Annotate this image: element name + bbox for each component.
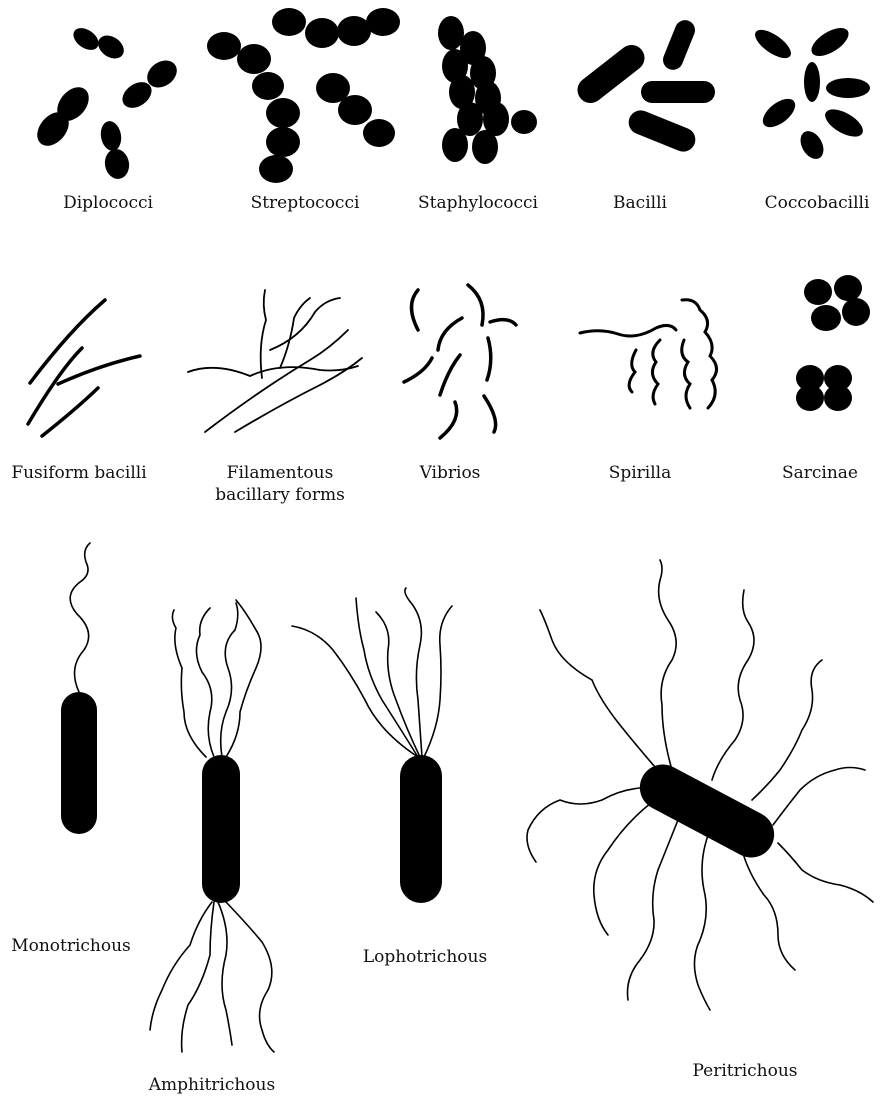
lophotrichous-flagella <box>292 588 452 757</box>
label-vibrios: Vibrios <box>395 462 505 484</box>
sarcinae-illustration <box>796 275 870 411</box>
diplococci-illustration <box>31 24 182 181</box>
label-peritrichous: Peritrichous <box>680 1060 810 1082</box>
label-amphitrichous: Amphitrichous <box>142 1074 282 1096</box>
spirilla-illustration <box>580 300 717 408</box>
label-spirilla: Spirilla <box>590 462 690 484</box>
label-lophotrichous: Lophotrichous <box>355 946 495 968</box>
label-bacilli: Bacilli <box>590 192 690 214</box>
peritrichous-cell-body <box>632 756 783 865</box>
label-filamentous: Filamentous bacillary forms <box>205 462 355 506</box>
amphitrichous-cell-body <box>202 755 240 903</box>
bacilli-illustration <box>572 17 715 155</box>
label-monotrichous: Monotrichous <box>6 935 136 957</box>
filamentous-illustration <box>188 290 362 432</box>
lophotrichous-cell-body <box>400 755 442 903</box>
coccobacilli-illustration <box>751 22 870 163</box>
flagella-lines <box>70 543 873 1052</box>
streptococci-illustration <box>207 8 400 183</box>
label-staphylococci: Staphylococci <box>408 192 548 214</box>
label-filamentous-line1: Filamentous <box>205 462 355 484</box>
label-sarcinae: Sarcinae <box>770 462 870 484</box>
vibrios-illustration <box>404 285 516 438</box>
label-diplococci: Diplococci <box>38 192 178 214</box>
monotrichous-flagellum <box>70 543 90 692</box>
label-fusiform: Fusiform bacilli <box>4 462 154 484</box>
fusiform-illustration <box>28 300 140 436</box>
staphylococci-illustration <box>438 16 537 164</box>
label-filamentous-line2: bacillary forms <box>205 484 355 506</box>
label-streptococci: Streptococci <box>235 192 375 214</box>
monotrichous-cell-body <box>61 692 97 834</box>
label-coccobacilli: Coccobacilli <box>752 192 882 214</box>
